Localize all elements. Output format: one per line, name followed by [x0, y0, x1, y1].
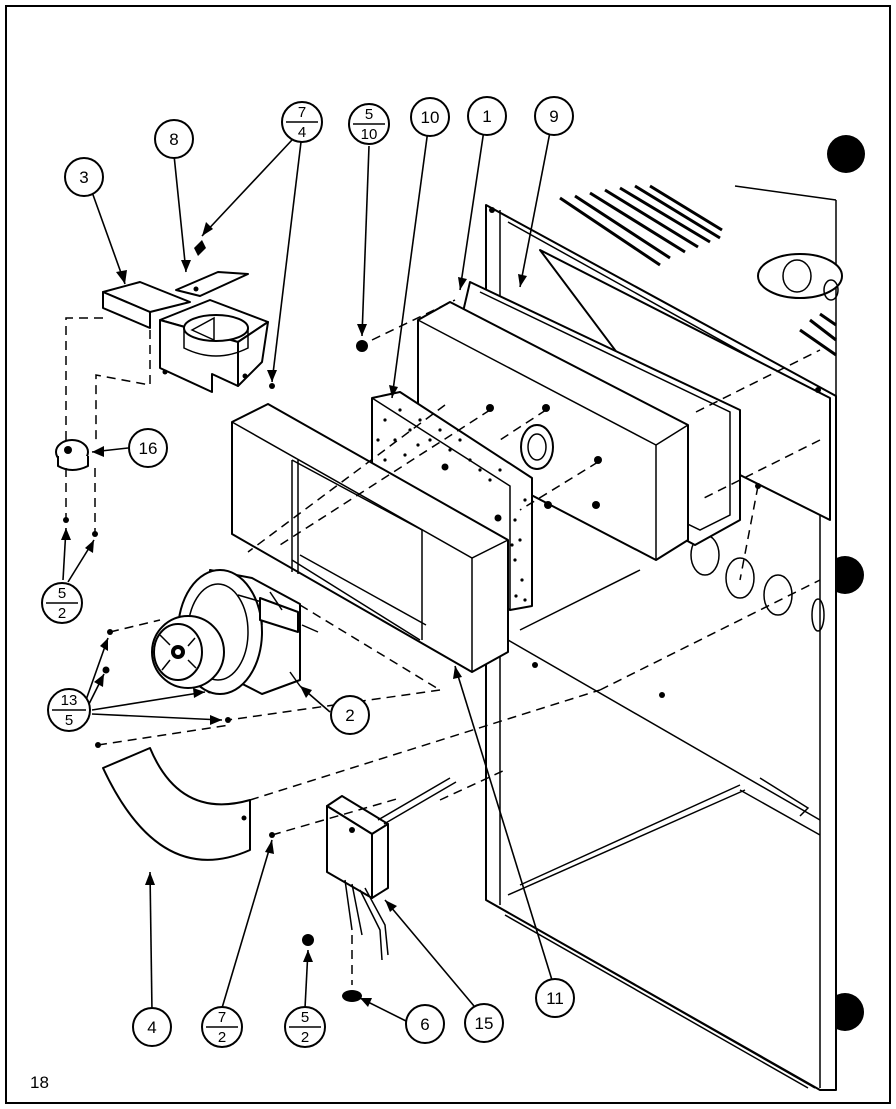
- callout-8: 8: [154, 119, 194, 159]
- callout-13-5: 13 5: [47, 688, 91, 732]
- callout-3-number: 3: [79, 168, 88, 187]
- callout-11-number: 11: [546, 989, 564, 1008]
- callout-7-2-top: 7: [218, 1009, 226, 1026]
- callout-10-number: 10: [421, 108, 440, 127]
- callout-2-number: 2: [345, 706, 354, 725]
- callout-15-number: 15: [475, 1014, 494, 1033]
- callout-5-2-bottom-bottom: 2: [301, 1029, 309, 1046]
- callout-3: 3: [64, 157, 104, 197]
- callout-1: 1: [467, 96, 507, 136]
- flue-collar-part-3: [102, 281, 269, 393]
- callout-16-number: 16: [139, 439, 158, 458]
- callout-2: 2: [330, 695, 370, 735]
- callout-7-2: 7 2: [201, 1006, 243, 1048]
- inducer-motor-part-2: [151, 569, 319, 695]
- callout-1-number: 1: [482, 107, 491, 126]
- callout-6-number: 6: [420, 1015, 429, 1034]
- callout-5-2-bottom: 5 2: [284, 1006, 326, 1048]
- callout-5-2-left: 5 2: [41, 582, 83, 624]
- junction-box-part-15: [326, 777, 457, 961]
- pressure-switch-part-16: [55, 439, 89, 471]
- callout-9: 9: [534, 96, 574, 136]
- arrowheads: [61, 222, 527, 1007]
- callout-7-4: 7 4: [281, 101, 323, 143]
- callout-5-2-left-bottom: 2: [58, 605, 66, 622]
- callout-4: 4: [132, 1007, 172, 1047]
- callout-13-5-bottom: 5: [65, 712, 73, 729]
- callout-5-10: 5 10: [348, 103, 390, 145]
- callout-7-2-bottom: 2: [218, 1029, 226, 1046]
- callout-13-5-top: 13: [61, 692, 78, 709]
- top-vent-louvers: [559, 184, 837, 357]
- callout-6: 6: [405, 1004, 445, 1044]
- callout-5-2-left-top: 5: [58, 585, 66, 602]
- callout-5-10-top: 5: [365, 106, 373, 123]
- gasket-part-8: [175, 271, 249, 297]
- callout-7-4-top: 7: [298, 104, 306, 121]
- callout-11: 11: [535, 978, 575, 1018]
- callout-16: 16: [128, 428, 168, 468]
- callout-8-number: 8: [169, 130, 178, 149]
- callout-9-number: 9: [549, 107, 558, 126]
- callout-4-number: 4: [147, 1018, 156, 1037]
- callout-10: 10: [410, 97, 450, 137]
- alignment-dashes: [65, 299, 821, 985]
- shield-part-4: [102, 747, 251, 861]
- callout-15: 15: [464, 1003, 504, 1043]
- callout-5-10-bottom: 10: [361, 126, 378, 143]
- callout-5-2-bottom-top: 5: [301, 1009, 309, 1026]
- leader-lines: [62, 129, 553, 1023]
- callout-7-4-bottom: 4: [298, 124, 306, 141]
- page-number: 18: [30, 1073, 49, 1092]
